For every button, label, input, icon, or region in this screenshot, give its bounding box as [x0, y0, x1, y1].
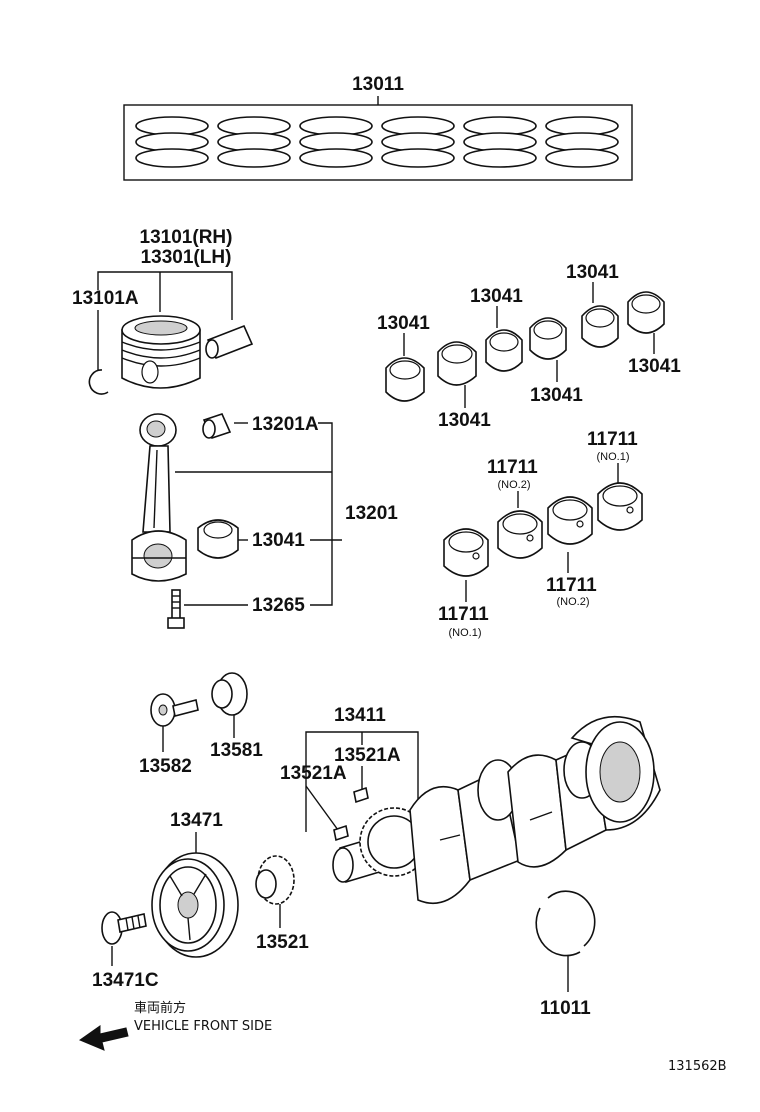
crankshaft: [332, 715, 661, 904]
label-13101-rh: 13101(RH): [140, 227, 233, 248]
label-13201: 13201: [345, 503, 398, 524]
ring-6: [545, 116, 619, 168]
bolt-13582[interactable]: 13582: [139, 693, 199, 777]
label-11711-no2-top-sub: (NO.2): [498, 479, 531, 491]
front-note-en: VEHICLE FRONT SIDE: [134, 1019, 272, 1034]
pulley-bolt-13471c[interactable]: 13471C: [92, 911, 159, 991]
label-13101a: 13101A: [72, 288, 139, 309]
label-13041-a: 13041: [377, 313, 430, 334]
piston-ring-set[interactable]: 13011: [123, 74, 633, 181]
ring-2: [217, 116, 291, 168]
label-13411: 13411: [334, 705, 386, 726]
bearing-shell-b: [485, 329, 523, 372]
figure-code: 131562B: [668, 1059, 727, 1074]
woodruff-key-b: [353, 786, 369, 804]
label-11011: 11011: [540, 998, 591, 1019]
crankshaft-assembly[interactable]: 13411 13521A 13521A: [280, 705, 661, 904]
label-13011: 13011: [352, 74, 404, 95]
bushing-13201a: [202, 413, 232, 439]
ring-5: [463, 116, 537, 168]
bearing-shell-e: [529, 317, 567, 360]
label-13521a-b: 13521A: [334, 745, 401, 766]
ring-4: [381, 116, 455, 168]
label-11711-no2-top: 11711: [487, 457, 538, 478]
bearing-shell-f: [437, 341, 477, 386]
label-13581: 13581: [210, 740, 263, 761]
front-note-jp: 車両前方: [134, 1000, 186, 1016]
conrod-bearing-13041: [197, 519, 239, 559]
connecting-rod-assembly[interactable]: 13201A 13201 13041 13265: [131, 413, 398, 629]
piston-pin: [205, 324, 254, 360]
label-11711-no2-bot-sub: (NO.2): [557, 596, 590, 608]
crank-pulley-13471[interactable]: 13471: [151, 810, 239, 958]
label-13471c: 13471C: [92, 970, 159, 991]
conrod-bolt-13265: [167, 589, 185, 629]
label-13041-b: 13041: [470, 286, 523, 307]
front-arrow-icon: [78, 1025, 129, 1051]
crank-gear-13521[interactable]: 13521: [255, 855, 309, 953]
bearing-shell-d: [627, 291, 665, 334]
label-11711-no1-bot: 11711: [438, 604, 489, 625]
label-13265: 13265: [252, 595, 305, 616]
label-13301-lh: 13301(LH): [141, 247, 232, 268]
label-13041-e: 13041: [530, 385, 583, 406]
label-13041-d: 13041: [628, 356, 681, 377]
snap-ring-13101a: [88, 369, 109, 395]
label-11711-no2-bot: 11711: [546, 575, 597, 596]
ring-1: [135, 116, 209, 168]
label-11711-no1-bot-sub: (NO.1): [449, 627, 482, 639]
conrod-bearing-group[interactable]: 13041 13041 13041 13041 13041 13041: [377, 262, 681, 431]
main-bearing-group[interactable]: 11711 (NO.1) 11711 (NO.2) 11711 (NO.2) 1…: [438, 429, 643, 639]
vehicle-front-indicator: 車両前方 VEHICLE FRONT SIDE: [78, 1000, 272, 1051]
label-13041-c: 13041: [566, 262, 619, 283]
label-13471: 13471: [170, 810, 223, 831]
piston-assembly[interactable]: 13101(RH) 13301(LH) 13101A: [72, 227, 254, 395]
ring-3: [299, 116, 373, 168]
label-conrod-13041: 13041: [252, 530, 305, 551]
label-13041-f: 13041: [438, 410, 491, 431]
connecting-rod: [131, 413, 187, 582]
bearing-shell-c: [581, 305, 619, 348]
main-bearing-shell-2: [497, 510, 543, 559]
label-13521: 13521: [256, 932, 309, 953]
thrust-washer-11011[interactable]: 11011: [535, 890, 596, 1019]
label-11711-no1-top: 11711: [587, 429, 638, 450]
label-11711-no1-top-sub: (NO.1): [597, 451, 630, 463]
main-bearing-shell-3: [547, 496, 593, 545]
main-bearing-shell-1: [443, 528, 489, 577]
label-13582: 13582: [139, 756, 192, 777]
label-13201a: 13201A: [252, 414, 319, 435]
woodruff-key-a: [333, 824, 349, 842]
bearing-shell-a: [385, 357, 425, 402]
piston: [121, 315, 201, 389]
washer-13581[interactable]: 13581: [210, 672, 263, 761]
label-13521a-a: 13521A: [280, 763, 347, 784]
main-bearing-shell-4: [597, 482, 643, 531]
